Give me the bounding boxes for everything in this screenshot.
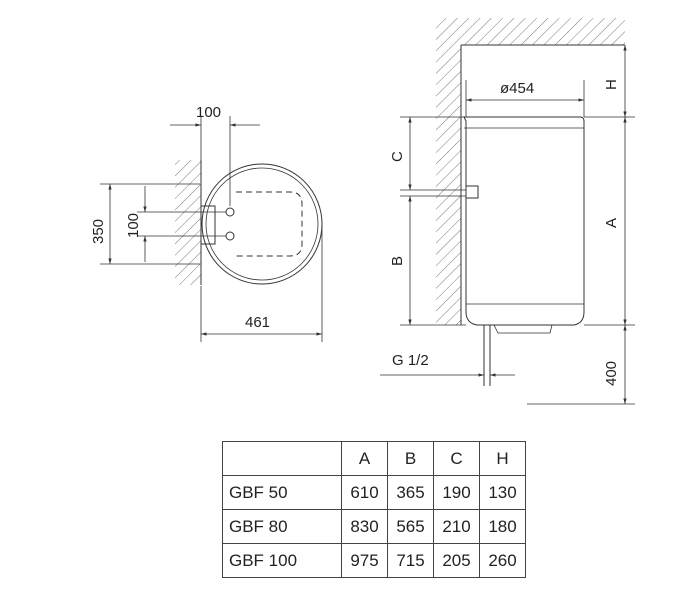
dim-thread-size: G 1/2	[392, 352, 429, 369]
dim-b: B	[389, 256, 406, 266]
mounting-plate	[200, 205, 216, 245]
heater-flange-dashed	[236, 191, 303, 257]
table-row: GBF 50 610 365 190 130	[222, 475, 526, 510]
cell-a: 610	[341, 475, 388, 510]
cell-model: GBF 100	[222, 543, 342, 578]
cell-model: GBF 80	[222, 509, 342, 544]
cell-b: 365	[387, 475, 434, 510]
dim-floor-distance: 400	[603, 361, 620, 386]
cell-b: 565	[387, 509, 434, 544]
cell-h: 180	[479, 509, 526, 544]
cell-a: 830	[341, 509, 388, 544]
cell-a: 975	[341, 543, 388, 578]
dim-pipe-spacing-top: 100	[196, 104, 221, 121]
pipe-connection-upper	[225, 207, 235, 217]
cell-b: 715	[387, 543, 434, 578]
wall-hatch-side-view	[436, 18, 625, 325]
wall-hatch-top-view	[175, 160, 201, 285]
cell-c: 210	[433, 509, 480, 544]
header-b: B	[387, 441, 434, 476]
cell-h: 260	[479, 543, 526, 578]
table-row: GBF 100 975 715 205 260	[222, 543, 526, 578]
technical-drawing: 100 350 100 461	[90, 18, 635, 405]
tank-circle	[201, 163, 323, 285]
bottom-cover	[493, 324, 553, 334]
header-model	[222, 441, 342, 476]
pipe-connection-lower	[225, 231, 235, 241]
dim-a: A	[603, 218, 620, 228]
top-view: 100 350 100 461	[90, 104, 323, 342]
header-a: A	[341, 441, 388, 476]
dim-c: C	[389, 151, 406, 162]
header-h: H	[479, 441, 526, 476]
mounting-bracket	[465, 185, 479, 199]
dim-pipe-spacing-side: 100	[125, 213, 142, 238]
dim-h: H	[603, 79, 620, 90]
table-row: GBF 80 830 565 210 180	[222, 509, 526, 544]
tank-circle-inner	[205, 167, 319, 281]
cell-c: 190	[433, 475, 480, 510]
dim-diameter-top-view: 461	[245, 314, 270, 331]
side-view: ø454 H A 400 C B G 1/2	[380, 18, 635, 405]
header-c: C	[433, 441, 480, 476]
dimensions-table: A B C H GBF 50 610 365 190 130 GBF 80 83…	[222, 441, 526, 578]
cell-h: 130	[479, 475, 526, 510]
table-header-row: A B C H	[222, 441, 526, 476]
dim-mount-height: 350	[90, 219, 107, 244]
cell-c: 205	[433, 543, 480, 578]
cell-model: GBF 50	[222, 475, 342, 510]
tank-body	[463, 116, 585, 326]
dim-diameter-side-view: ø454	[500, 80, 534, 97]
